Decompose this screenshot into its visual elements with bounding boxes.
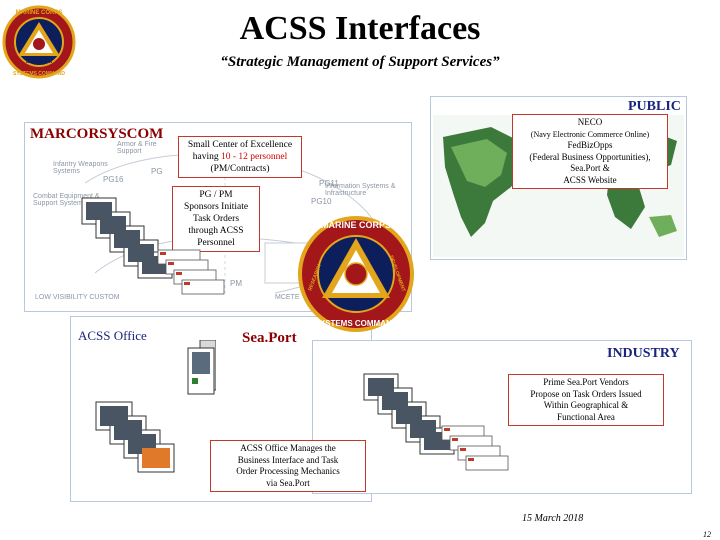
coe-line2-prefix: having: [192, 152, 221, 162]
marine-corps-seal-large: MARINE CORPS RESEARCH DEVELOPMENT ACQUIS…: [298, 216, 414, 332]
pg-line5: Personnel: [197, 238, 235, 248]
neco-callout: NECO (Navy Electronic Commerce Online) F…: [512, 114, 668, 189]
industry-line4: Functional Area: [557, 411, 615, 422]
bg-pg10: PG10: [311, 197, 332, 206]
pg-line2: Sponsors Initiate: [183, 202, 249, 212]
pg-line4: through ACSS: [188, 226, 244, 236]
bg-unit-b: Combat Equipment & Support Systems: [33, 193, 100, 207]
bg-unit-c: Information Systems & Infrastructure: [325, 183, 396, 197]
industry-computers-icon: [363, 373, 509, 471]
industry-line2: Propose on Task Orders Issued: [530, 388, 642, 399]
bg-unit-a: Infantry Weapons Systems: [53, 161, 108, 175]
bg-unit-d: Armor & Fire Support: [117, 141, 157, 155]
acss-office-callout: ACSS Office Manages the Business Interfa…: [210, 440, 366, 492]
page-subtitle: “Strategic Management of Support Service…: [220, 54, 500, 70]
bg-bottom-left: LOW VISIBILITY CUSTOM: [35, 294, 120, 301]
industry-line1: Prime Sea.Port Vendors: [543, 377, 629, 387]
marine-corps-seal-small: MARINE CORPS ACQUISITION SYSTEMS COMMAND: [2, 5, 76, 79]
neco-line1: NECO: [577, 117, 603, 127]
bg-pg11: PG11: [319, 179, 339, 188]
neco-line2: (Navy Electronic Commerce Online): [530, 129, 650, 139]
center-of-excellence-callout: Small Center of Excellence having 10 - 1…: [178, 136, 302, 178]
industry-callout: Prime Sea.Port Vendors Propose on Task O…: [508, 374, 664, 426]
neco-line5: Sea.Port &: [570, 163, 610, 173]
acss-office-computers-icon: [95, 340, 216, 473]
seal-small-center-text: ACQUISITION: [26, 59, 52, 64]
public-label: PUBLIC: [628, 99, 681, 114]
footer-date: 15 March 2018: [522, 513, 584, 524]
acss-line1: ACSS Office Manages the: [240, 443, 336, 453]
marcorsyscom-computers-icon: [81, 197, 225, 295]
coe-line3: (PM/Contracts): [210, 164, 270, 174]
acss-line4: via Sea.Port: [266, 477, 310, 488]
seaport-label: Sea.Port: [242, 330, 297, 346]
acss-office-label: ACSS Office: [78, 328, 147, 343]
seal-large-center-text: ACQUISITION: [338, 302, 374, 308]
page-title: ACSS Interfaces: [239, 10, 481, 47]
pg-line1: PG / PM: [199, 190, 233, 200]
pg-line3: Task Orders: [192, 214, 240, 224]
pg-pm-callout: PG / PM Sponsors Initiate Task Orders th…: [172, 186, 260, 252]
seal-large-top-text: MARINE CORPS: [321, 220, 391, 230]
seal-small-bottom-text: SYSTEMS COMMAND: [13, 71, 65, 77]
industry-line3: Within Geographical &: [543, 400, 629, 410]
acss-line3: Order Processing Mechanics: [236, 466, 340, 476]
bg-pg16: PG16: [103, 175, 124, 184]
coe-line1: Small Center of Excellence: [187, 140, 293, 150]
marcorsyscom-label: MARCORSYSCOM: [30, 126, 164, 142]
page-number: 12: [703, 530, 711, 539]
seal-large-bottom-text: SYSTEMS COMMAND: [314, 319, 397, 328]
bg-pm: PM: [230, 279, 242, 288]
neco-line3: FedBizOpps: [567, 140, 613, 150]
coe-line2: having 10 - 12 personnel: [181, 151, 299, 163]
acss-line2: Business Interface and Task: [237, 454, 339, 465]
industry-label: INDUSTRY: [607, 346, 680, 361]
bg-bottom-right: MCETE: [275, 294, 300, 301]
neco-line4: (Federal Business Opportunities),: [529, 151, 651, 162]
neco-line6: ACSS Website: [563, 174, 617, 185]
seal-small-top-text: MARINE CORPS: [16, 10, 63, 16]
bg-pg: PG: [151, 167, 163, 176]
coe-personnel-highlight: 10 - 12 personnel: [221, 152, 288, 162]
